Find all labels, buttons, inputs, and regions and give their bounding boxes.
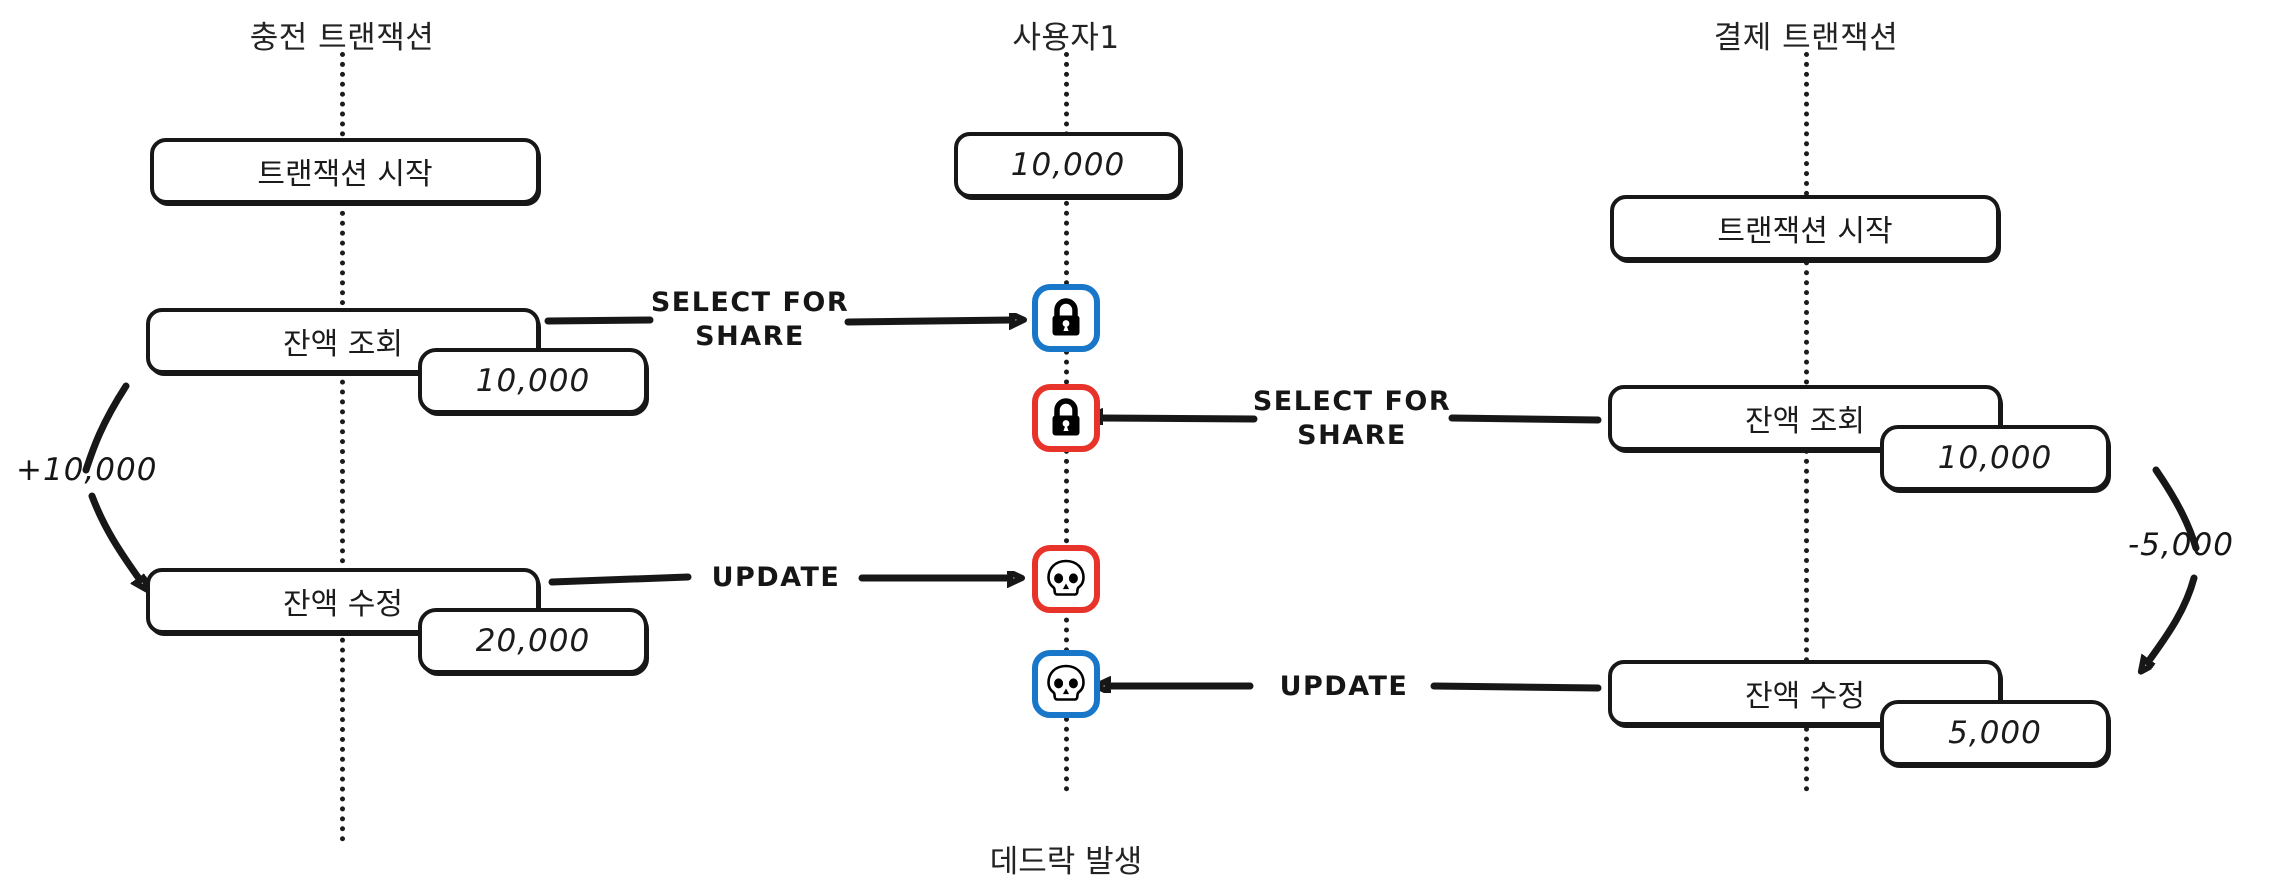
charge-update-balance-value: 20,000 <box>418 608 648 674</box>
lock-icon <box>1046 297 1086 339</box>
user-initial-balance-box: 10,000 <box>954 132 1182 198</box>
charge-tx-start-box[interactable]: 트랜잭션 시작 <box>150 138 540 204</box>
resource-lock-blue[interactable] <box>1032 284 1100 352</box>
charge-read-balance-value: 10,000 <box>418 348 648 414</box>
message-label-update-right: UPDATE <box>1279 671 1409 702</box>
payment-update-balance-value: 5,000 <box>1880 700 2110 766</box>
resource-lock-red[interactable] <box>1032 384 1100 452</box>
skull-icon <box>1044 663 1088 705</box>
resource-skull-red[interactable] <box>1032 545 1100 613</box>
resource-skull-blue[interactable] <box>1032 650 1100 718</box>
payment-tx-start-box[interactable]: 트랜잭션 시작 <box>1610 195 2000 261</box>
payment-read-balance-box[interactable]: 잔액 조회 <box>1608 385 2002 451</box>
payment-read-balance-value: 10,000 <box>1880 425 2110 491</box>
message-label-update-left: UPDATE <box>711 562 841 593</box>
skull-icon <box>1044 558 1088 600</box>
payment-update-balance-box[interactable]: 잔액 수정 <box>1608 660 2002 726</box>
charge-delta-label: +10,000 <box>16 452 158 488</box>
lane-title-charge: 충전 트랜잭션 <box>249 20 435 56</box>
deadlock-note: 데드락 발생 <box>989 844 1143 880</box>
message-label-select-for-share-left: SELECT FOR SHARE <box>650 287 850 352</box>
message-label-select-for-share-right: SELECT FOR SHARE <box>1252 386 1452 451</box>
lane-title-user: 사용자1 <box>1012 20 1120 56</box>
lock-icon <box>1046 397 1086 439</box>
payment-delta-label: -5,000 <box>2128 527 2234 563</box>
lifeline-charge <box>340 52 345 842</box>
lane-title-payment: 결제 트랜잭션 <box>1713 20 1899 56</box>
